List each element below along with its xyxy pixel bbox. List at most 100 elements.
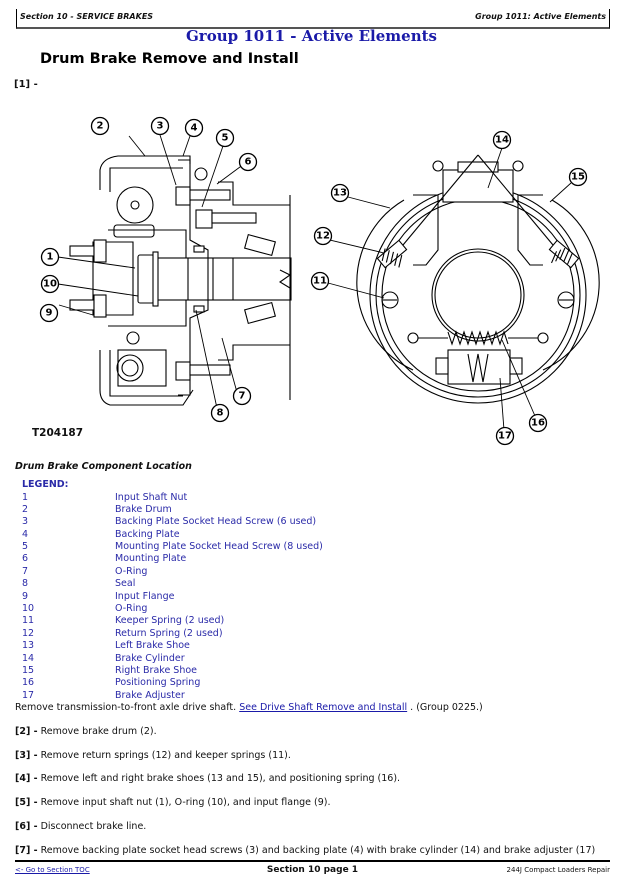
legend-item-number: 10 <box>22 603 35 615</box>
svg-text:15: 15 <box>571 172 585 183</box>
legend-item-label: Mounting Plate <box>115 553 187 565</box>
legend-item: 8 Seal <box>22 578 323 590</box>
legend-item: 9 Input Flange <box>22 591 323 603</box>
step-number: [2] - <box>15 726 38 737</box>
legend-item-label: Brake Cylinder <box>115 652 185 664</box>
legend-item: 10 O-Ring <box>22 603 323 615</box>
manual-title: 244J Compact Loaders Repair <box>506 866 610 874</box>
legend-item: 2 Brake Drum <box>22 504 323 516</box>
drum-brake-illustration: 2 3 4 5 6 1 10 9 7 8 <box>39 116 600 446</box>
svg-text:9: 9 <box>46 308 53 319</box>
front-drum-view <box>356 154 600 404</box>
legend-item: 1 Input Shaft Nut <box>22 492 323 504</box>
return-spring-left <box>376 239 408 269</box>
legend-item-number: 13 <box>22 640 35 652</box>
callout-4: 4 <box>184 118 204 138</box>
svg-text:17: 17 <box>498 431 512 442</box>
legend-item-label: Backing Plate Socket Head Screw (6 used) <box>115 516 317 528</box>
intro-suffix: . (Group 0225.) <box>407 702 483 713</box>
step-text: Remove left and right brake shoes (13 an… <box>37 773 401 784</box>
page-footer: <- Go to Section TOC Section 10 page 1 2… <box>15 860 610 878</box>
step-1-label: [1] - <box>14 79 38 90</box>
callout-9: 9 <box>39 303 59 323</box>
intro-paragraph: Remove transmission-to-front axle drive … <box>15 702 483 713</box>
legend-item-label: Right Brake Shoe <box>115 664 198 676</box>
legend-item-label: Seal <box>115 578 136 590</box>
legend-item-number: 17 <box>22 689 35 701</box>
svg-text:3: 3 <box>157 121 164 132</box>
intro-text: Remove transmission-to-front axle drive … <box>15 702 240 713</box>
legend-item: 7 O-Ring <box>22 566 323 578</box>
step-number: [5] - <box>15 797 38 808</box>
legend-item-label: Return Spring (2 used) <box>115 627 223 639</box>
group-title: Group 1011 - Active Elements <box>185 27 437 45</box>
legend-item-number: 2 <box>22 503 29 515</box>
svg-text:16: 16 <box>531 418 545 429</box>
callouts-left: 2 3 4 5 6 1 10 9 7 8 <box>39 116 258 423</box>
svg-text:6: 6 <box>245 157 252 168</box>
page-number: Section 10 page 1 <box>266 865 359 875</box>
figure-caption: Drum Brake Component Location <box>15 461 192 472</box>
svg-text:11: 11 <box>313 276 327 287</box>
svg-text:2: 2 <box>97 121 104 132</box>
legend-item-label: O-Ring <box>115 603 148 615</box>
legend-item-label: Input Flange <box>115 590 175 602</box>
callout-16: 16 <box>528 413 548 433</box>
legend-item-number: 15 <box>22 664 35 676</box>
legend-item-number: 4 <box>22 528 29 540</box>
svg-text:13: 13 <box>333 188 347 199</box>
step-text: Remove backing plate socket head screws … <box>37 845 596 856</box>
callout-5: 5 <box>215 128 235 148</box>
callout-14: 14 <box>492 130 512 150</box>
header-group: Group 1011: Active Elements <box>475 12 606 21</box>
callout-2: 2 <box>90 116 110 136</box>
legend-item-number: 8 <box>22 578 29 590</box>
svg-text:7: 7 <box>239 391 246 402</box>
svg-text:10: 10 <box>43 279 57 290</box>
drive-shaft-link[interactable]: See Drive Shaft Remove and Install <box>239 702 408 713</box>
svg-text:1: 1 <box>47 252 54 263</box>
legend-item-label: Brake Drum <box>115 503 172 515</box>
cross-section-view <box>69 155 292 406</box>
running-header: Section 10 - SERVICE BRAKES Group 1011: … <box>16 9 610 29</box>
legend-item-label: Keeper Spring (2 used) <box>115 615 225 627</box>
callout-6: 6 <box>238 152 258 172</box>
callout-7: 7 <box>232 386 252 406</box>
step-5: [5] - Remove input shaft nut (1), O-ring… <box>15 797 330 808</box>
legend-item-number: 9 <box>22 590 29 602</box>
step-text: Disconnect brake line. <box>37 821 147 832</box>
legend-item-number: 14 <box>22 652 35 664</box>
callout-13: 13 <box>330 183 350 203</box>
svg-text:5: 5 <box>222 133 229 144</box>
callouts-right: 14 15 13 12 11 16 17 <box>310 130 588 446</box>
header-section: Section 10 - SERVICE BRAKES <box>20 12 154 21</box>
step-3: [3] - Remove return springs (12) and kee… <box>15 750 291 761</box>
legend-item-number: 1 <box>22 491 29 503</box>
step-7: [7] - Remove backing plate socket head s… <box>15 845 595 856</box>
legend-item-label: O-Ring <box>115 565 148 577</box>
svg-text:4: 4 <box>191 123 198 134</box>
legend-item: 3 Backing Plate Socket Head Screw (6 used… <box>22 516 323 528</box>
legend-item-label: Brake Adjuster <box>115 689 185 701</box>
svg-text:12: 12 <box>316 231 330 242</box>
legend-item-label: Input Shaft Nut <box>115 491 188 503</box>
step-number: [6] - <box>15 821 38 832</box>
step-4: [4] - Remove left and right brake shoes … <box>15 773 400 784</box>
callout-8: 8 <box>210 403 230 423</box>
legend-item-number: 11 <box>22 615 35 627</box>
legend-item-number: 16 <box>22 677 35 689</box>
legend-item-number: 3 <box>22 516 29 528</box>
svg-text:8: 8 <box>217 408 224 419</box>
legend-item-number: 7 <box>22 565 29 577</box>
legend-item: 11 Keeper Spring (2 used) <box>22 615 323 627</box>
step-number: [3] - <box>15 750 38 761</box>
page-title: Drum Brake Remove and Install <box>40 51 299 67</box>
section-toc-link[interactable]: <- Go to Section TOC <box>15 866 90 874</box>
step-6: [6] - Disconnect brake line. <box>15 821 146 832</box>
step-text: Remove return springs (12) and keeper sp… <box>37 750 291 761</box>
